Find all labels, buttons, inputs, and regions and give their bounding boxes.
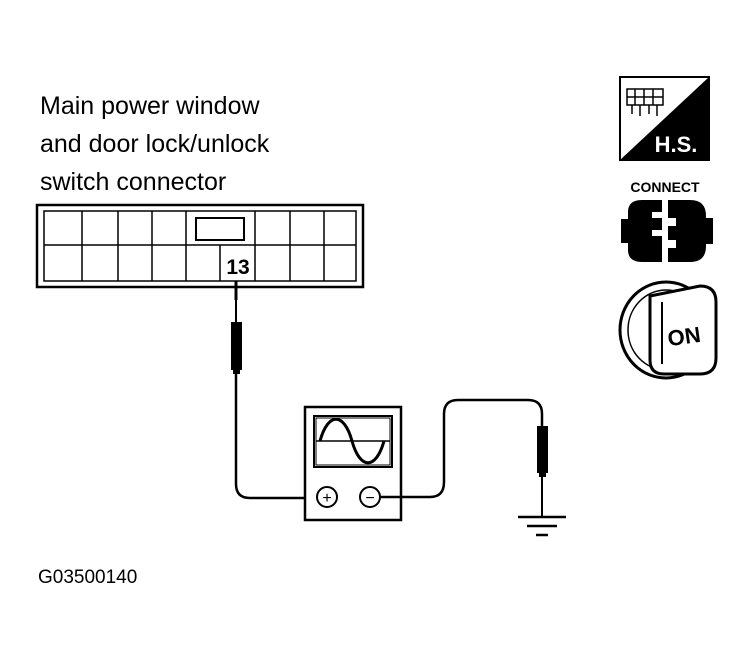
positive-probe: [231, 281, 242, 374]
connect-label: CONNECT: [630, 179, 700, 195]
terminal-13-label: 13: [226, 256, 249, 279]
ignition-key-on-icon: ON: [618, 280, 718, 380]
waveform: [318, 418, 386, 464]
minus-terminal: [359, 486, 381, 508]
minus-terminal-symbol: −: [365, 490, 374, 507]
plus-terminal-symbol: +: [322, 490, 331, 507]
oscilloscope: + −: [303, 405, 403, 522]
ignition-on-label: ON: [666, 322, 702, 351]
ground-probe: [537, 426, 548, 516]
harness-side-label: H.S.: [655, 132, 698, 157]
connector-title-line-3: switch connector: [40, 168, 227, 196]
connector-title-line-2: and door lock/unlock: [40, 130, 270, 158]
positive-lead: [234, 374, 316, 500]
harness-side-icon: H.S.: [619, 76, 710, 161]
plus-terminal: [316, 486, 338, 508]
ground-icon: [518, 515, 566, 537]
connector-title-line-1: Main power window: [40, 92, 260, 120]
switch-connector: [35, 203, 365, 289]
negative-lead: [381, 398, 544, 499]
figure-id: G03500140: [38, 567, 138, 588]
connect-icon: CONNECT: [621, 179, 713, 262]
